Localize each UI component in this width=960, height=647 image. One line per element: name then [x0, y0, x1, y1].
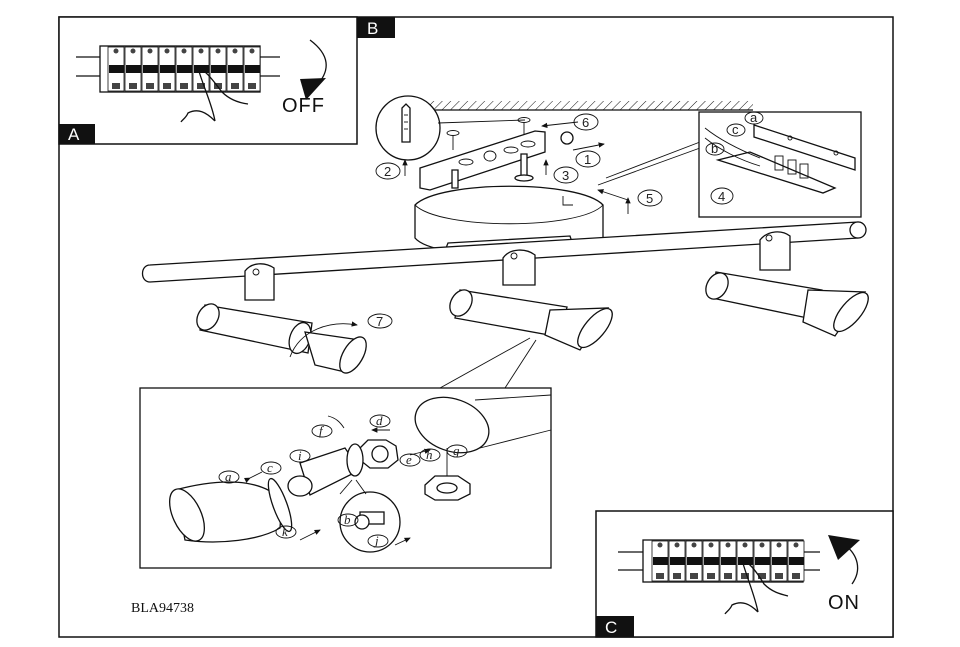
wiring-letter-b: b: [705, 141, 725, 156]
breaker-toggle: [245, 65, 260, 73]
exploded-spotlight-inset: a b c d e f g h i j k: [139, 387, 552, 569]
svg-text:6: 6: [582, 115, 589, 130]
breaker-toggle: [160, 65, 175, 73]
wiring-detail-inset: a b c 4: [698, 110, 862, 218]
svg-text:4: 4: [718, 189, 725, 204]
spotlight-left: 7: [196, 263, 393, 374]
breaker-toggle: [755, 557, 770, 565]
svg-text:j: j: [373, 533, 379, 548]
detail-letter-c: c: [260, 460, 282, 475]
svg-text:h: h: [426, 447, 433, 462]
breaker-panel-icon: [642, 539, 805, 583]
screw-icon: [451, 169, 459, 189]
step-3-callout: 3: [553, 166, 579, 184]
model-code: BLA94738: [131, 601, 194, 616]
svg-text:i: i: [298, 448, 302, 463]
panel-off-switch: OFF A B: [58, 16, 395, 145]
hand-icon: [724, 559, 789, 615]
detail-letter-j: j: [367, 533, 389, 548]
step-1-callout: 1: [575, 150, 601, 168]
mounting-bracket: [419, 130, 546, 191]
detail-letter-e: e: [399, 452, 421, 467]
breaker-toggle: [143, 65, 158, 73]
on-label: ON: [828, 592, 860, 614]
breaker-toggle: [228, 65, 243, 73]
wiring-letter-c: c: [726, 122, 746, 137]
svg-text:b: b: [344, 512, 351, 527]
breaker-toggle: [772, 557, 787, 565]
breaker-toggle: [126, 65, 141, 73]
svg-text:k: k: [282, 524, 288, 539]
svg-text:2: 2: [384, 164, 391, 179]
breaker-toggle: [704, 557, 719, 565]
svg-text:e: e: [406, 452, 412, 467]
breaker-toggle: [211, 65, 226, 73]
detail-letter-h: h: [419, 447, 441, 462]
breaker-toggle: [721, 557, 736, 565]
svg-text:a: a: [750, 110, 758, 125]
ceiling-hatch: [405, 101, 753, 110]
panel-a-label: A: [68, 125, 80, 144]
breaker-toggle: [177, 65, 192, 73]
page-frame: [58, 16, 894, 638]
step-6-callout: 6: [573, 113, 599, 131]
svg-text:d: d: [376, 413, 383, 428]
detail-letter-i: i: [289, 448, 311, 463]
step-5-callout: 5: [637, 189, 663, 207]
breaker-panel-icon: [99, 45, 261, 93]
svg-text:1: 1: [584, 152, 591, 167]
panel-b-badge: [357, 17, 395, 38]
wiring-letter-a: a: [744, 110, 764, 125]
spotlight-middle: [449, 249, 613, 351]
step-7-callout: 7: [367, 313, 393, 329]
svg-text:a: a: [225, 469, 232, 484]
panel-a-badge: [59, 124, 95, 144]
step-2-callout: 2: [375, 162, 401, 180]
svg-text:f: f: [319, 423, 325, 438]
hand-icon: [180, 67, 249, 123]
spotlight-bar: 7: [141, 221, 869, 389]
svg-text:3: 3: [562, 168, 569, 183]
svg-text:7: 7: [376, 314, 383, 329]
svg-text:g: g: [453, 443, 460, 458]
detail-letter-d: d: [369, 413, 391, 428]
breaker-toggle: [789, 557, 804, 565]
spotlight-right: [705, 231, 869, 337]
detail-letter-b: b: [337, 512, 359, 527]
screw-icon: [520, 153, 528, 177]
ceiling-mount-assembly: 1 2 3 5 6: [375, 95, 753, 257]
step-4-callout: 4: [710, 187, 734, 205]
breaker-toggle: [653, 557, 668, 565]
panel-b-label: B: [367, 19, 378, 38]
detail-letter-k: k: [275, 524, 297, 539]
svg-text:b: b: [711, 141, 718, 156]
breaker-toggle: [109, 65, 124, 73]
panel-on-switch: ON C: [595, 510, 894, 638]
panel-c-badge: [596, 616, 634, 637]
svg-text:5: 5: [646, 191, 653, 206]
panel-c-label: C: [605, 618, 617, 637]
off-label: OFF: [282, 95, 325, 117]
breaker-toggle: [670, 557, 685, 565]
svg-text:c: c: [267, 460, 273, 475]
breaker-toggle: [687, 557, 702, 565]
detail-letter-f: f: [311, 423, 333, 438]
detail-letter-g: g: [446, 443, 468, 458]
svg-text:c: c: [732, 122, 739, 137]
detail-letter-a: a: [218, 469, 240, 484]
